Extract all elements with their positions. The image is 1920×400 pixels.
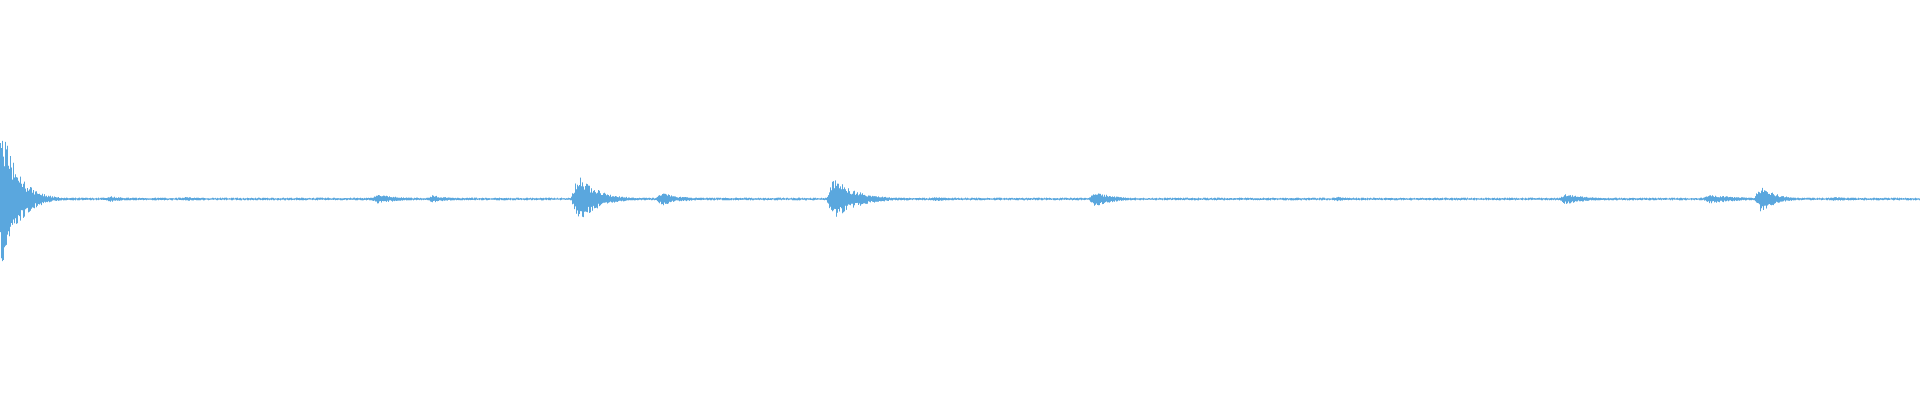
waveform-trace xyxy=(0,140,1920,262)
waveform-path xyxy=(0,140,1920,262)
